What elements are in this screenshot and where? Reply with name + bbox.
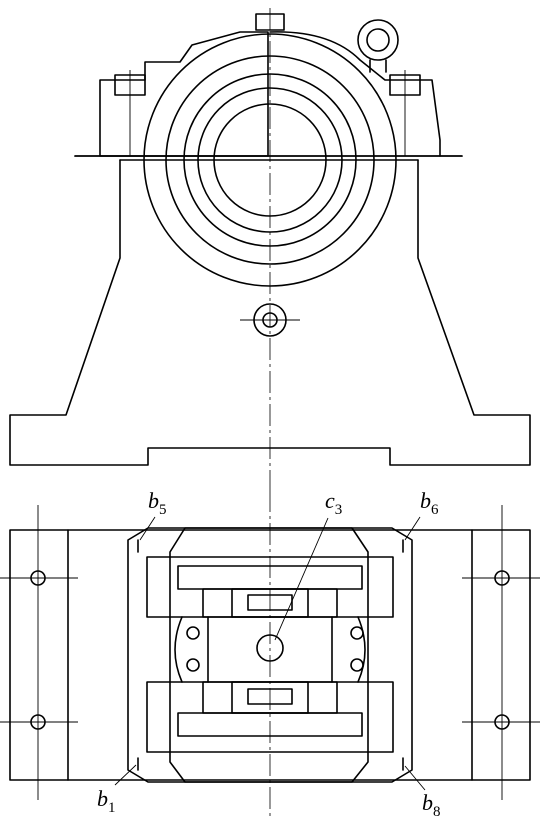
cap-right-outline xyxy=(269,31,441,157)
lifting-eye-inner xyxy=(366,28,390,52)
leader-b5 xyxy=(139,516,156,541)
leader-b8 xyxy=(404,765,426,791)
lifting-eye-outer xyxy=(357,19,399,61)
labels: b5 b6 c3 b1 b8 xyxy=(97,488,441,820)
mid-hole-2 xyxy=(186,658,200,672)
mid-hole-4 xyxy=(350,658,364,672)
leader-b6 xyxy=(404,516,421,541)
label-b1: b1 xyxy=(97,786,116,816)
leader-c3 xyxy=(274,517,329,641)
mid-hole-1 xyxy=(186,626,200,640)
pedestal-body xyxy=(9,159,531,466)
label-b5: b5 xyxy=(148,488,167,518)
middle-lobe-left xyxy=(174,616,183,683)
mid-hole-3 xyxy=(350,626,364,640)
inner-frame xyxy=(169,527,369,783)
middle-lobe-right xyxy=(357,616,366,683)
leader-b1 xyxy=(114,764,137,786)
label-b6: b6 xyxy=(420,488,439,518)
front-view xyxy=(9,8,531,490)
cap-left-section xyxy=(99,31,269,157)
housing-outline xyxy=(127,527,413,783)
label-c3: c3 xyxy=(325,488,342,518)
plan-view xyxy=(0,490,540,818)
label-b8: b8 xyxy=(422,790,441,820)
